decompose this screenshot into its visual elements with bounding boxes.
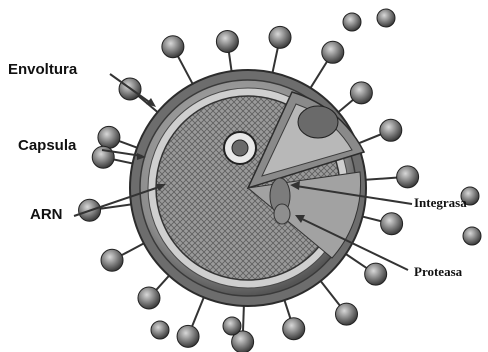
label-integrase: Integrasa bbox=[414, 195, 467, 211]
spike-stem bbox=[357, 133, 383, 143]
spike-knob bbox=[216, 30, 238, 52]
spike-knob bbox=[350, 82, 372, 104]
spike-stem bbox=[321, 281, 342, 308]
label-protease: Proteasa bbox=[414, 264, 462, 280]
loose-spike-knob bbox=[151, 321, 169, 339]
core-ring-center bbox=[232, 140, 248, 156]
label-rna: ARN bbox=[30, 206, 63, 223]
spike-stem bbox=[273, 45, 279, 72]
spike-stem bbox=[346, 254, 369, 270]
loose-spike-knob bbox=[343, 13, 361, 31]
spike-knob bbox=[336, 303, 358, 325]
spike-stem bbox=[243, 306, 244, 334]
spike-knob bbox=[322, 41, 344, 63]
spike-stem bbox=[191, 297, 204, 329]
spike-knob bbox=[101, 249, 123, 271]
spike-knob bbox=[269, 26, 291, 48]
spike-knob bbox=[380, 119, 402, 141]
loose-spike-knob bbox=[463, 227, 481, 245]
spike-knob bbox=[365, 263, 387, 285]
cutaway-protein bbox=[298, 106, 338, 138]
spike-stem bbox=[366, 177, 400, 179]
spike-knob bbox=[98, 126, 120, 148]
spike-knob bbox=[397, 166, 419, 188]
spike-knob bbox=[138, 287, 160, 309]
label-envelope: Envoltura bbox=[8, 61, 77, 78]
spike-stem bbox=[177, 54, 193, 84]
protease-protein bbox=[274, 204, 290, 224]
spike-stem bbox=[119, 243, 144, 256]
spike-stem bbox=[311, 59, 329, 88]
spike-knob bbox=[162, 36, 184, 58]
label-capsule: Capsula bbox=[18, 137, 76, 154]
spike-knob bbox=[283, 318, 305, 340]
loose-spike-knob bbox=[223, 317, 241, 335]
spike-knob bbox=[177, 325, 199, 347]
spike-knob bbox=[381, 213, 403, 235]
loose-spike-knob bbox=[377, 9, 395, 27]
